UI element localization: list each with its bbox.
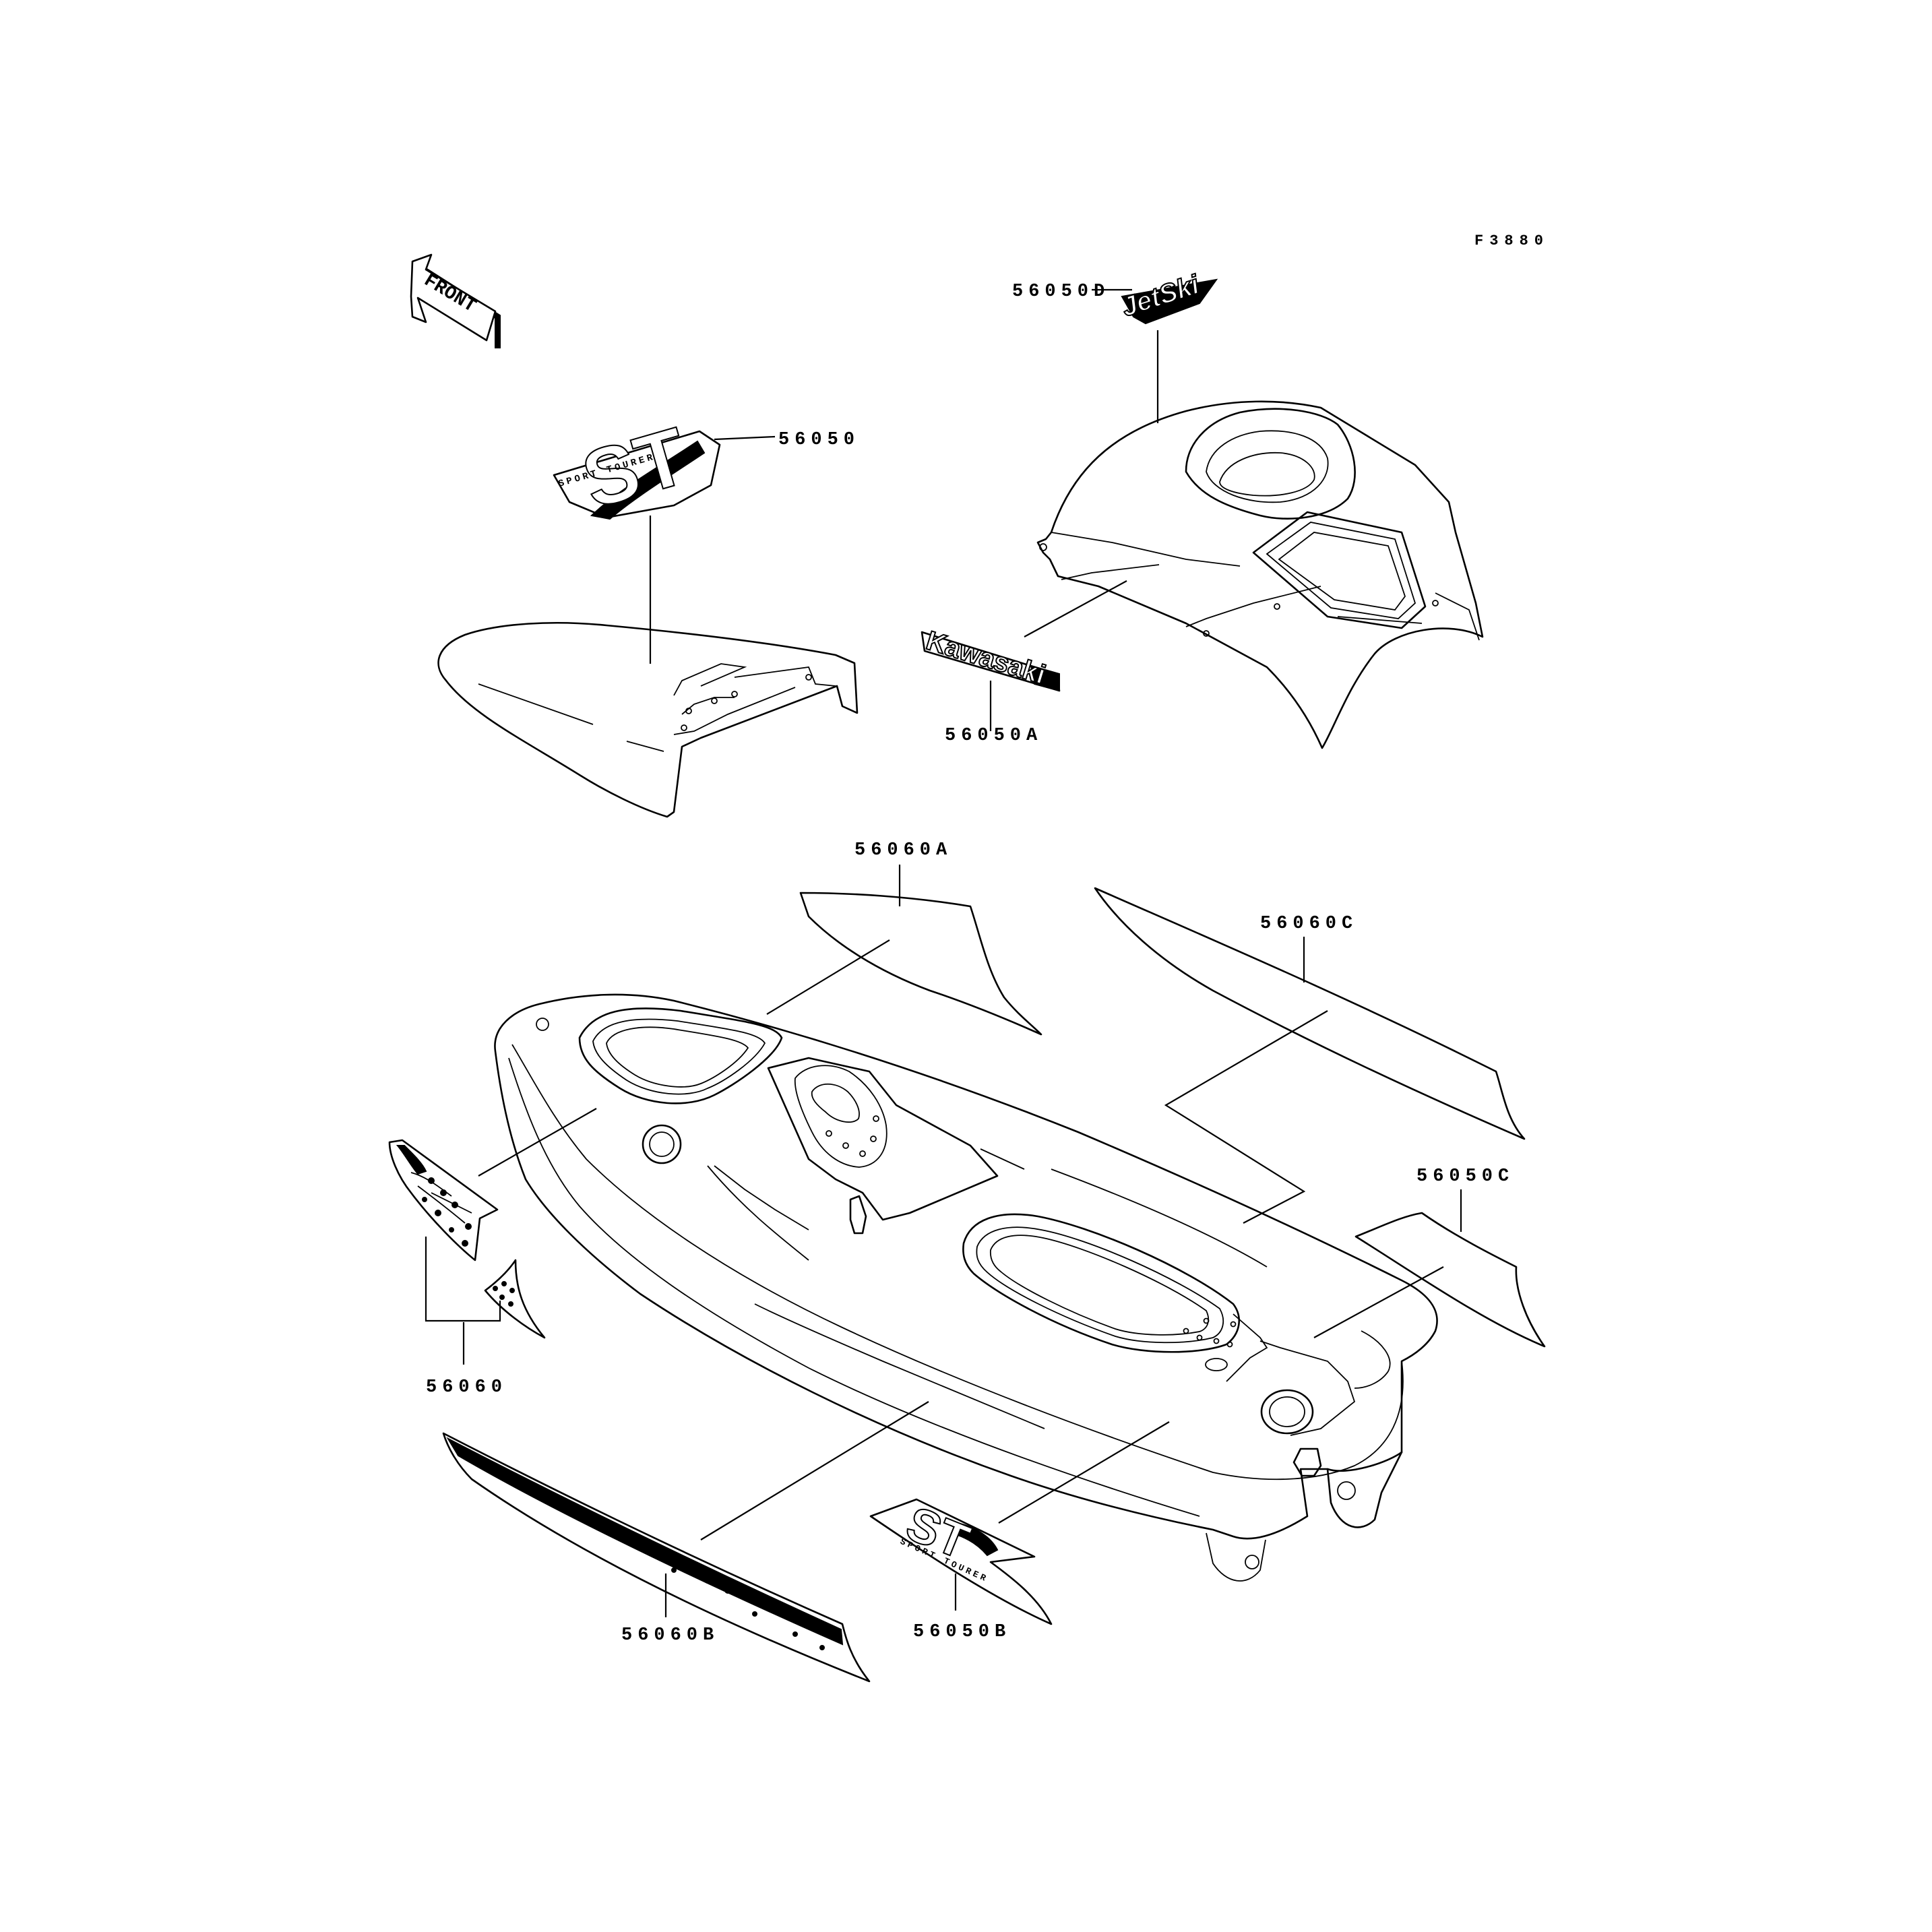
stripe-56060a: [799, 892, 1042, 1036]
stripe-56060b: [442, 1432, 871, 1683]
label-56060c: 56060C: [1260, 914, 1358, 934]
front-hood: [1036, 400, 1484, 749]
rear-seat-cover: [437, 621, 859, 818]
stripe-56050c: [1354, 1212, 1546, 1348]
hull: [494, 993, 1438, 1582]
label-56050c: 56050C: [1416, 1166, 1514, 1187]
nose-decal-56060: [388, 1139, 546, 1339]
st-decal-top: ST SPORT TOURER: [553, 410, 721, 526]
part-labels: 56050 56050D 56050A 56060A 56060C 56050C…: [426, 282, 1514, 1646]
label-56050: 56050: [778, 430, 860, 450]
label-56050b: 56050B: [913, 1622, 1011, 1642]
label-56060b: 56060B: [621, 1625, 719, 1646]
kawasaki-decal-text: Kawasaki: [923, 626, 1049, 690]
st-decal-side: ST SPORT TOURER: [869, 1496, 1053, 1625]
jetski-decal: JetSki: [1117, 269, 1218, 325]
figure-code: F3880: [1474, 232, 1549, 249]
front-arrow-icon: FRONT: [410, 253, 501, 348]
leader-lines: [425, 288, 1462, 1617]
stripe-56060c: [1094, 887, 1526, 1140]
label-56060a: 56060A: [854, 840, 952, 861]
label-56060: 56060: [426, 1377, 507, 1398]
label-56050d: 56050D: [1012, 282, 1110, 302]
label-56050a: 56050A: [945, 726, 1042, 746]
